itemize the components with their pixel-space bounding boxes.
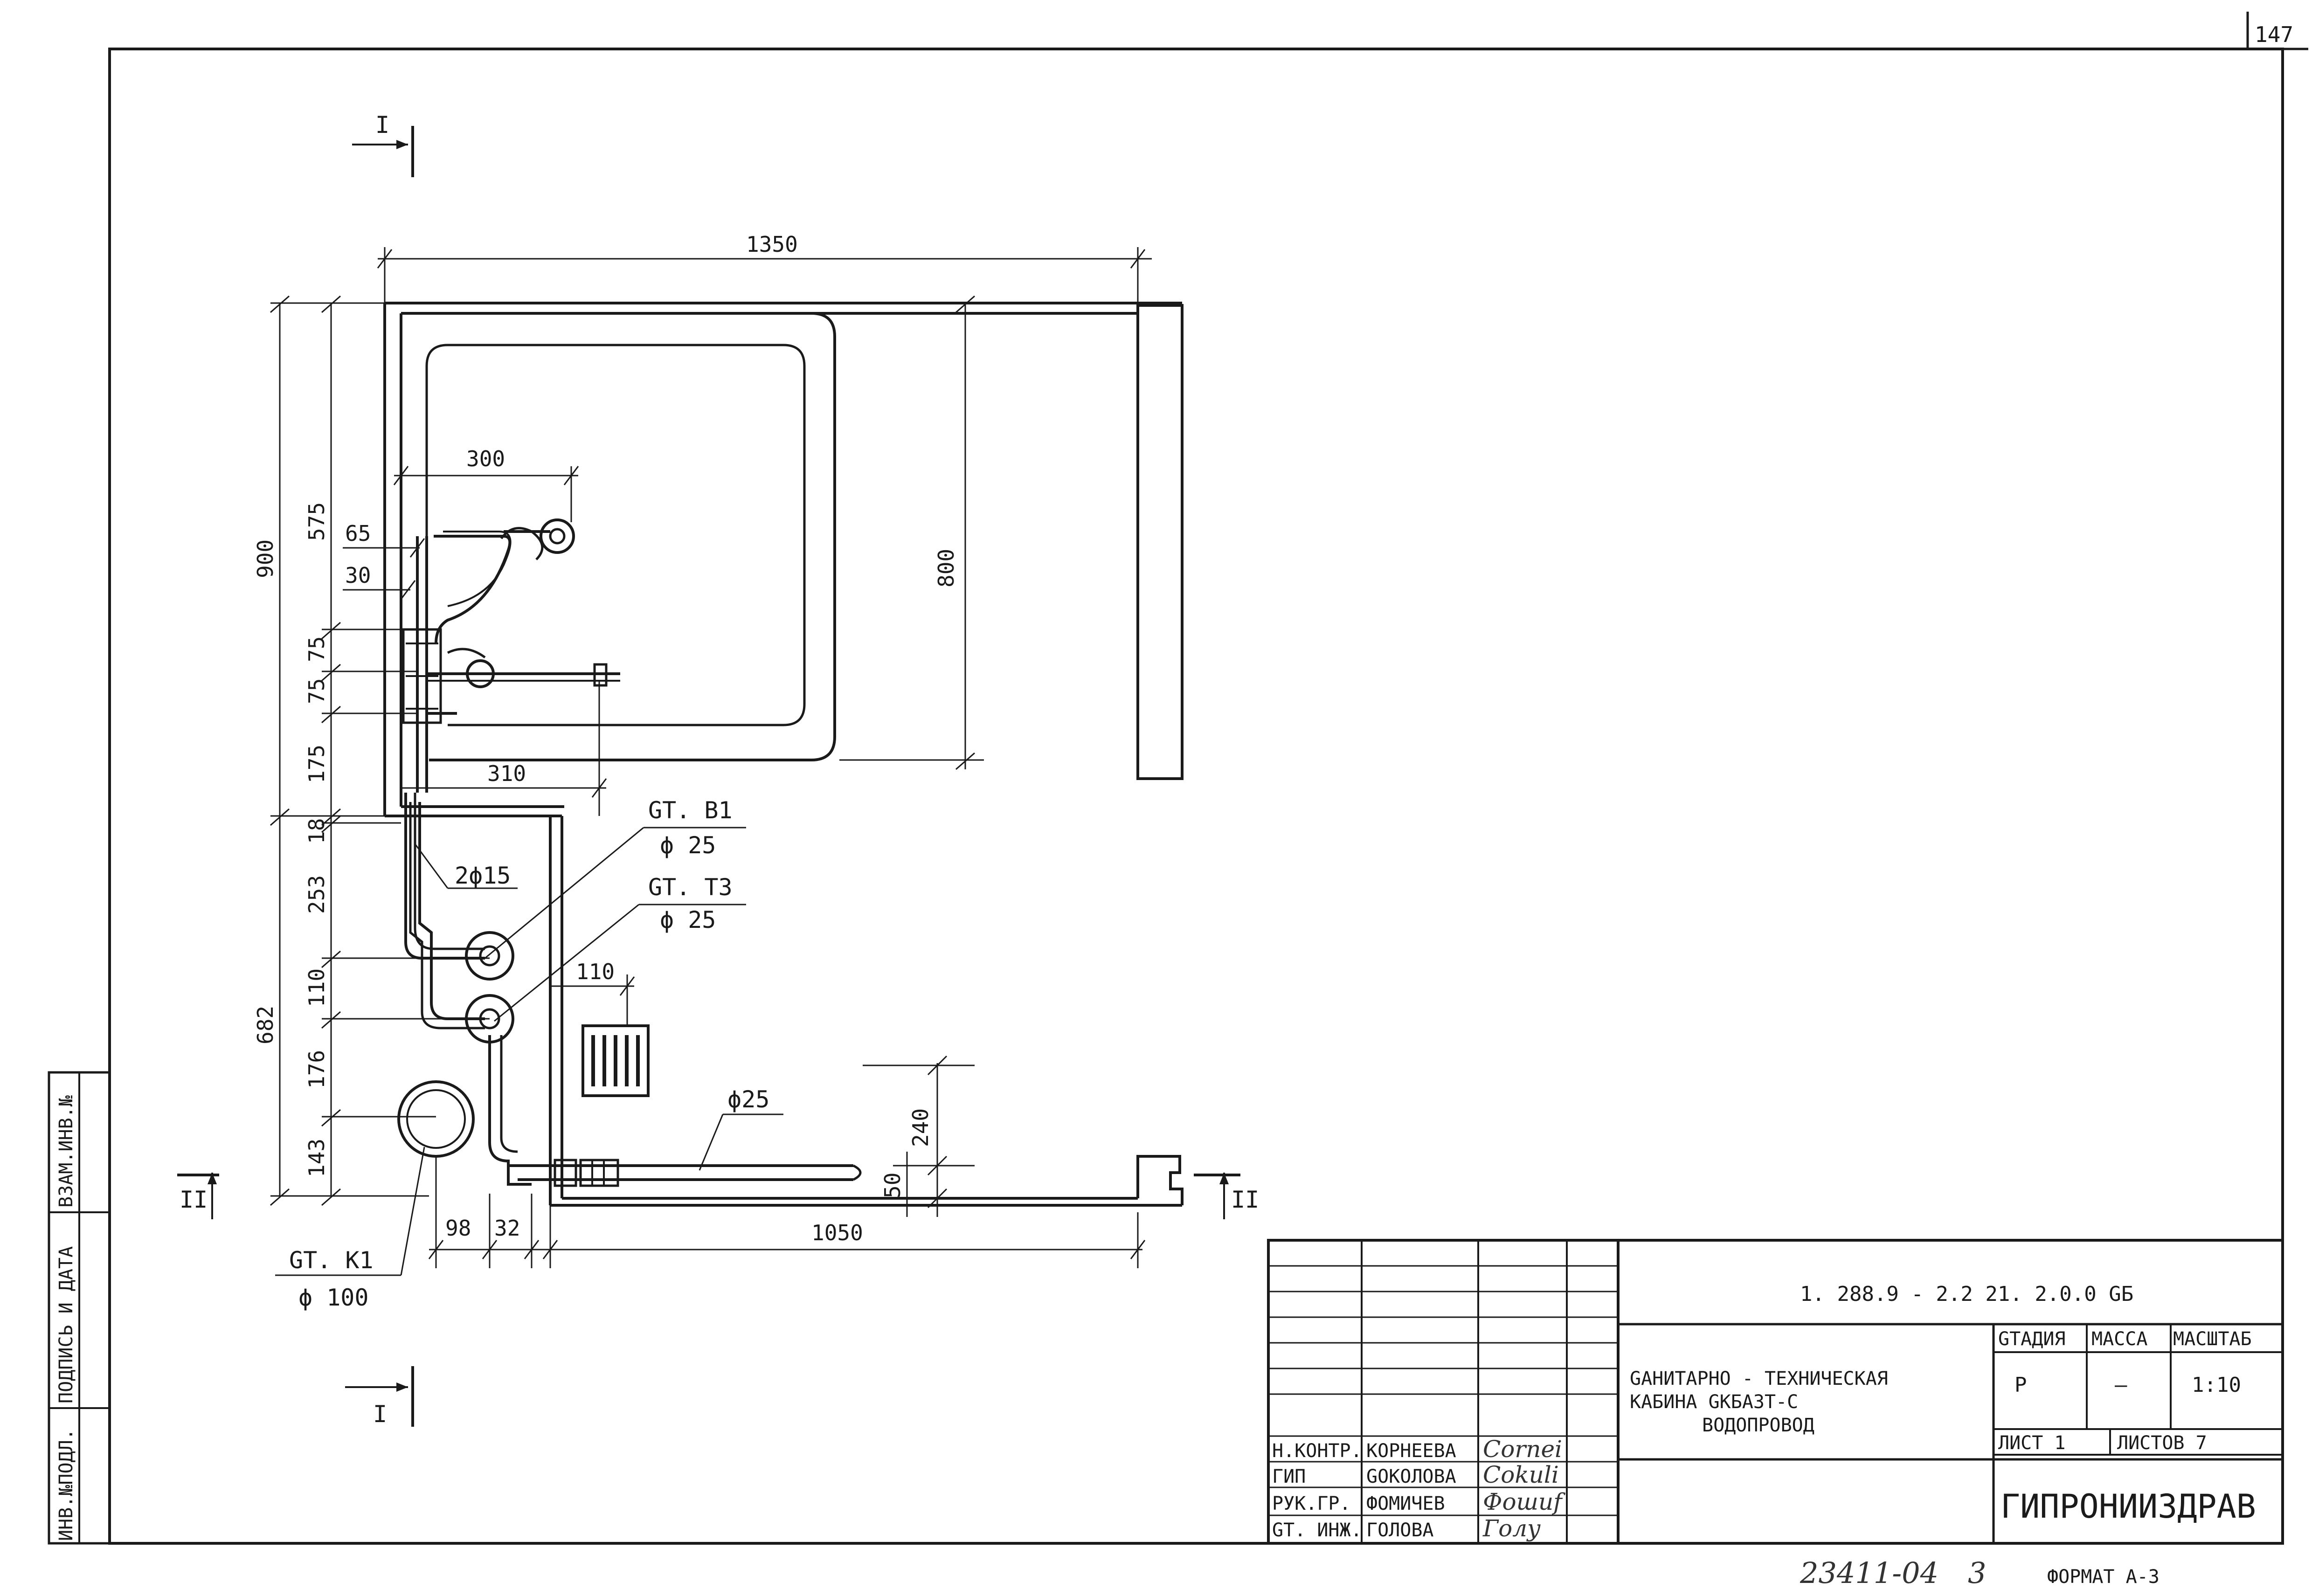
dim-1050: 1050 [811,1220,863,1245]
dim-175: 175 [304,745,329,783]
org-name: ГИПРОНИИЗДРАВ [2001,1487,2256,1526]
stamp-inv-podl: ИНВ.№ПОДЛ. [55,1429,77,1541]
dim-32: 32 [494,1216,520,1241]
label-2d15: 2ϕ15 [455,862,511,889]
dim-110v: 110 [304,968,329,1007]
label-st-t3: GT. T3 [648,874,733,901]
dim-50: 50 [880,1173,905,1198]
dim-253: 253 [304,875,329,914]
title-line2: КАБИНА GКБАЗТ-С [1630,1391,1798,1413]
label-st-b1: GT. B1 [648,797,733,824]
sheet-seq: 3 [1968,1556,1986,1590]
sheet-frame [108,48,2284,1545]
dim-143: 143 [304,1139,329,1177]
title-block [1267,1239,2284,1545]
stamp-podpis: ПОДПИСЬ И ДАТА [55,1246,77,1403]
svg-text:I: I [375,111,389,138]
dimension-lines [270,247,1152,1268]
dim-240: 240 [908,1108,933,1147]
section-marker-bottom: I [345,1366,414,1428]
scale-header: МАСШТАБ [2173,1328,2252,1350]
cabin-walls [383,302,1184,1207]
svg-text:II: II [1231,1186,1259,1213]
shower-tray [420,312,836,761]
role-1: Н.КОНТР. [1272,1440,1362,1462]
stage-value: Р [2014,1373,2027,1397]
name-4: ГОЛОВА [1366,1520,1434,1541]
name-2: GОКОЛОВА [1366,1466,1456,1487]
dim-900: 900 [253,539,278,578]
pipe-labels: GT. B1 ϕ 25 GT. T3 ϕ 25 2ϕ15 ϕ25 GT. K1 … [289,797,769,1311]
side-stamp: ВЗАМ.ИНВ.№ ПОДПИСЬ И ДАТА ИНВ.№ПОДЛ. [48,1071,111,1545]
mass-value: — [2115,1373,2127,1397]
sig-2: Cokuli [1483,1461,1559,1488]
riser-b1 [465,931,514,981]
dim-110h: 110 [576,959,615,984]
dim-682: 682 [253,1006,278,1044]
title-line3: ВОДОПРОВОД [1702,1415,1814,1436]
format-label: ФОРМАТ А-3 [2047,1566,2160,1588]
shower-head-fixture [540,518,575,554]
dim-30: 30 [345,563,371,588]
sig-1: Corneі [1483,1436,1562,1463]
label-d25: ϕ25 [727,1086,769,1113]
dim-300: 300 [466,446,505,471]
dim-176: 176 [304,1050,329,1089]
sig-3: Фошиf [1483,1488,1565,1515]
dimension-texts: 1350 300 800 900 575 65 30 75 75 175 310… [253,232,959,1245]
section-marker-top: I [352,111,414,177]
svg-text:I: I [373,1401,387,1428]
section-marker-right: II [1194,1173,1259,1219]
dim-800: 800 [934,549,959,587]
leader-lines [275,827,783,1276]
section-marker-left: II [177,1173,219,1219]
sheets-label: ЛИСТОВ 7 [2117,1432,2207,1454]
dim-310: 310 [487,761,526,786]
label-st-k1-dia: ϕ 100 [298,1284,369,1311]
role-3: РУК.ГР. [1272,1493,1351,1514]
piping [402,527,862,1187]
name-3: ФОМИЧЕВ [1366,1493,1445,1514]
archive-line: 23411-04 3 ФОРМАТ А-3 [1800,1556,2160,1590]
role-4: GТ. ИНЖ. [1272,1520,1362,1541]
fixtures [397,518,575,1158]
name-1: КОРНЕЕВА [1366,1440,1456,1462]
dim-75b: 75 [304,678,329,704]
role-2: ГИП [1272,1466,1306,1487]
dim-1350: 1350 [746,232,798,257]
stamp-vzam: ВЗАМ.ИНВ.№ [55,1095,77,1208]
page-number: 147 [2255,22,2293,47]
mass-header: МАССА [2091,1328,2147,1350]
dim-575: 575 [304,502,329,541]
label-st-b1-dia: ϕ 25 [660,832,716,859]
doc-code: 1. 288.9 - 2.2 21. 2.0.0 GБ [1800,1282,2133,1306]
page-number-box: 147 [2246,12,2308,50]
title-line1: GАНИТАРНО - ТЕХНИЧЕСКАЯ [1630,1368,1888,1389]
mixer-fixture [466,659,495,688]
floor-drain-grate [581,1024,650,1097]
dim-65: 65 [345,521,371,546]
scale-value: 1:10 [2192,1373,2241,1397]
riser-k1 [397,1080,475,1158]
sheet-label: ЛИСТ 1 [1998,1432,2066,1454]
sig-4: Голy [1482,1515,1541,1542]
label-st-t3-dia: ϕ 25 [660,906,716,933]
dim-75a: 75 [304,636,329,662]
stage-header: GТАДИЯ [1998,1328,2066,1350]
dim-18: 18 [304,818,329,844]
svg-text:II: II [180,1186,208,1213]
archive-number: 23411-04 [1800,1556,1938,1590]
dim-98: 98 [445,1216,471,1241]
label-st-k1: GT. K1 [289,1247,374,1274]
title-block-texts: 1. 288.9 - 2.2 21. 2.0.0 GБ GАНИТАРНО - … [1272,1282,2256,1542]
